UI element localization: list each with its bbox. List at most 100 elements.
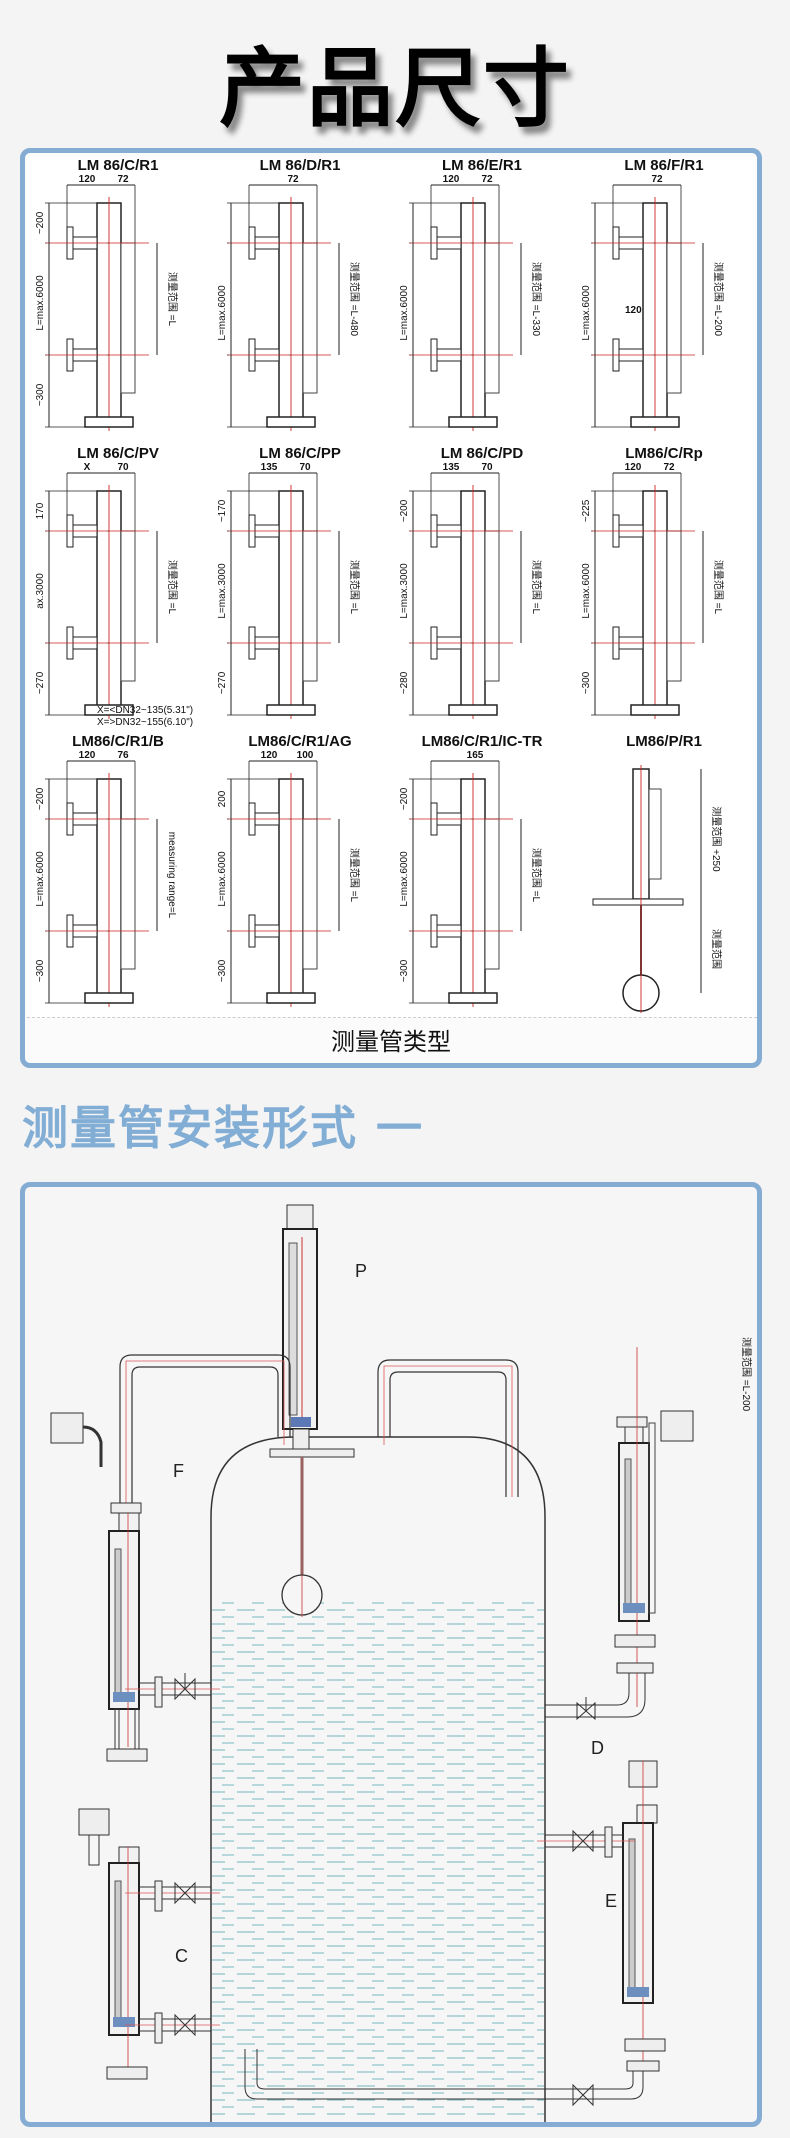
dimension-label: ~200: [399, 787, 410, 810]
label-c: C: [175, 1946, 188, 1966]
gauge-type-name: LM 86/E/R1: [441, 157, 523, 174]
dimension-label: 72: [481, 174, 493, 185]
measuring-range-label: 测量范围 =L: [348, 560, 361, 615]
dimension-label: 120: [443, 174, 460, 185]
label-d: D: [591, 1738, 604, 1758]
label-p: P: [355, 1261, 367, 1281]
dimension-label: L=max.6000: [217, 285, 228, 341]
dimension-label: 165: [467, 750, 484, 761]
label-e: E: [605, 1891, 617, 1911]
measuring-range-label: 测量范围 =L: [348, 848, 361, 903]
measuring-range-label: 测量范围 =L-200: [712, 262, 725, 337]
gauge-type-name: LM 86/C/PD: [440, 445, 524, 462]
dimension-label: ~200: [35, 211, 46, 234]
gauge-type-name: LM 86/D/R1: [259, 157, 341, 174]
pipes-top: [119, 1354, 519, 1505]
dimension-label: L=max.6000: [399, 285, 410, 341]
dimension-note: X=>DN32~155(6.10"): [97, 717, 193, 728]
gauge-type-name: LM 86/C/R1: [77, 157, 159, 174]
dimension-label: L=max.6000: [35, 275, 46, 331]
gauge-c: C: [78, 1808, 220, 2080]
dimension-label: 170: [35, 502, 46, 519]
installation-diagram-panel: P: [20, 1182, 762, 2127]
dimension-label: 76: [117, 750, 129, 761]
dimension-label: 70: [481, 462, 493, 473]
gauge-dimension-drawing: 72L=max.6000 测量范围 =L-200 120: [581, 174, 725, 431]
dimension-label: 135: [443, 462, 460, 473]
liquid-area: [212, 1599, 544, 2119]
page-title: 产品尺寸: [219, 39, 571, 139]
gauge-type-name: LM86/C/R1/AG: [248, 733, 352, 750]
measuring-range-label: 测量范围 =L: [712, 560, 725, 615]
measuring-range-label: 测量范围 =L: [530, 848, 543, 903]
dimension-label: L=max.6000: [581, 563, 592, 619]
measuring-range-label: measuring range=L: [166, 832, 177, 919]
dimension-label: 100: [297, 750, 314, 761]
dimension-label: ~200: [399, 499, 410, 522]
dimension-label: L=max.6000: [581, 285, 592, 341]
label-f: F: [173, 1461, 184, 1481]
gauge-p: P: [269, 1204, 367, 1617]
dimension-label: L=max.6000: [217, 851, 228, 907]
dimension-label: ~300: [35, 383, 46, 406]
gauge-type-name: LM86/C/R1/IC-TR: [421, 733, 543, 750]
installation-diagram: P: [50, 1204, 753, 2122]
dimension-label: 120: [625, 305, 642, 316]
measuring-range-label: 测量范围 =L-480: [348, 262, 361, 337]
dimension-label: 120: [79, 750, 96, 761]
measuring-range-label: 测量范围 =L: [166, 272, 179, 327]
dimension-label: L=max.6000: [399, 851, 410, 907]
measuring-range-label: 测量范围 =L: [530, 560, 543, 615]
dimension-label: 72: [117, 174, 129, 185]
dimension-label: 120: [625, 462, 642, 473]
measuring-range-label: 测量范围 =L: [166, 560, 179, 615]
dimension-label: ~300: [399, 959, 410, 982]
dimension-label: X: [84, 462, 91, 473]
dimension-label: 72: [651, 174, 663, 185]
install-section-title: 测量管安装形式 一: [22, 1101, 425, 1155]
dimension-label: L=max.3000: [399, 563, 410, 619]
dimension-label: L=max.3000: [217, 563, 228, 619]
gauge-types-caption: 测量管类型: [331, 1028, 451, 1056]
dimension-label: ~200: [35, 787, 46, 810]
side-note: 测量范围 =L-200: [740, 1337, 753, 1412]
dimension-label: 135: [261, 462, 278, 473]
gauge-type-name: LM86/P/R1: [626, 733, 702, 750]
dimension-label: ~300: [217, 959, 228, 982]
gauge-type-name: LM86/C/R1/B: [72, 733, 164, 750]
dimension-label: 70: [299, 462, 311, 473]
dimension-label: ~270: [217, 671, 228, 694]
dimension-label: 70: [117, 462, 129, 473]
dimension-label: 72: [663, 462, 675, 473]
gauge-type-name: LM86/C/Rp: [625, 445, 703, 462]
gauge-f: F: [50, 1412, 220, 1762]
dimension-label: ~300: [581, 671, 592, 694]
dimension-label: ~170: [217, 499, 228, 522]
dimension-label: ~270: [35, 671, 46, 694]
gauge-type-name: LM 86/F/R1: [624, 157, 704, 174]
dimension-label: ~300: [35, 959, 46, 982]
measuring-range-label: 测量范围: [710, 929, 723, 969]
